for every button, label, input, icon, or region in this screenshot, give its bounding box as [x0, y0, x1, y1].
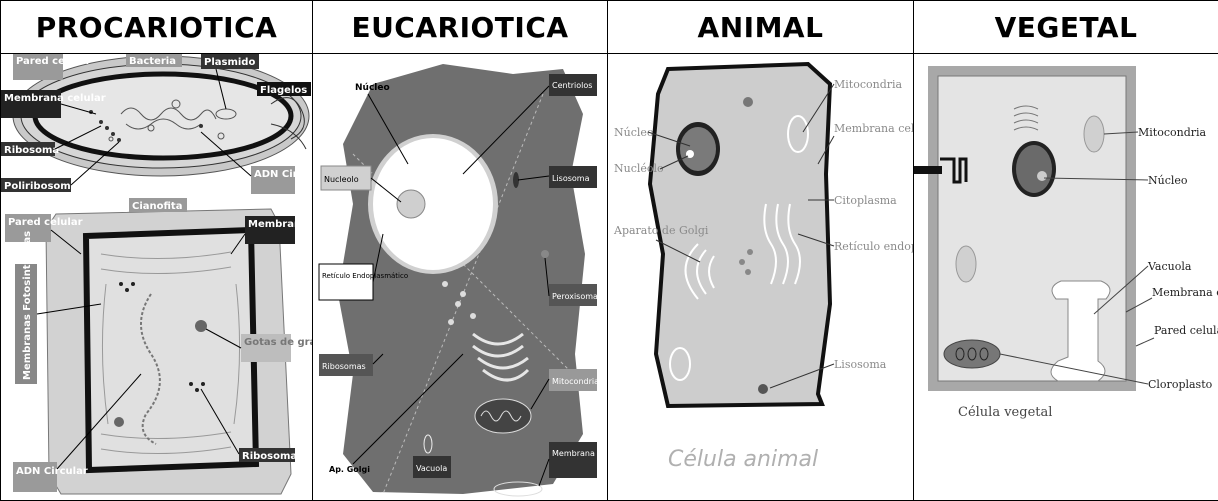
label-adn2: ADN Circular	[16, 466, 88, 477]
label-membranas-foto: Membranas Fotosintéticas	[21, 231, 33, 380]
animal-cell: Núcleo Mitocondria Membrana celular Nucl…	[608, 54, 914, 501]
label-nucleolo: Nucléolo	[614, 162, 664, 175]
label-ribosoma: Ribosoma	[4, 145, 59, 156]
label-membrana: Membrana celular	[4, 93, 106, 104]
label-gotas: Gotas de grasas	[244, 337, 312, 348]
header-vegetal: VEGETAL	[914, 1, 1218, 54]
animal-diagram: Núcleo Mitocondria Membrana celular Nucl…	[608, 54, 913, 500]
label-mitocondria: Mitocondria	[834, 78, 903, 91]
label-cianofita: Cianofita	[132, 201, 182, 212]
label-reticulo: Retículo endoplasmático	[834, 240, 913, 253]
eucariotica-cell: Núcleo Centriolos Nucleolo Lisosoma Retí…	[313, 54, 608, 501]
label-membrana: Membrana celular	[1152, 286, 1218, 299]
label-citoplasma: Citoplasma	[834, 194, 897, 207]
label-ribosomas: Ribosomas	[322, 362, 366, 371]
label-flagelos: Flagelos	[260, 85, 307, 96]
label-ribosoma2: Ribosoma	[242, 451, 297, 462]
label-nucleo: Núcleo	[1148, 174, 1188, 187]
label-mitocondria: Mitocondria	[1138, 126, 1207, 139]
label-reticulo: Retículo Endoplasmático	[322, 272, 408, 280]
label-golgi: Aparato de Golgi	[613, 224, 709, 237]
procariotica-cell: Pared celular Bacteria Plasmido Flagelos…	[1, 54, 313, 501]
header-animal: ANIMAL	[608, 1, 914, 54]
vegetal-diagram: Mitocondria Núcleo Vacuola Membrana celu…	[914, 54, 1218, 500]
label-caption: Célula vegetal	[958, 405, 1052, 420]
label-lisosoma: Lisosoma	[834, 358, 887, 371]
label-bacteria: Bacteria	[129, 56, 176, 67]
label-pared: Pared celular	[1154, 324, 1218, 337]
vegetal-cell: Mitocondria Núcleo Vacuola Membrana celu…	[914, 54, 1218, 501]
procariotica-diagram: Pared celular Bacteria Plasmido Flagelos…	[1, 54, 312, 500]
label-adn: ADN Circular	[254, 169, 312, 180]
label-plasmido: Plasmido	[204, 57, 255, 68]
label-centriolos: Centriolos	[552, 81, 592, 90]
label-nucleo: Núcleo	[614, 126, 654, 139]
label-nucleolo: Nucleolo	[324, 175, 359, 184]
label-membrana: Membrana celular	[552, 449, 607, 458]
label-pared2: Pared celular	[8, 217, 83, 228]
eucariotica-diagram: Núcleo Centriolos Nucleolo Lisosoma Retí…	[313, 54, 607, 500]
label-caption: Célula animal	[668, 447, 818, 472]
label-apgolgi: Ap. Golgi	[329, 465, 370, 474]
label-membrana2: Membrana celular	[248, 219, 312, 230]
label-vacuola: Vacuola	[1147, 260, 1192, 273]
label-pared: Pared celular	[16, 56, 91, 67]
header-eucariotica: EUCARIOTICA	[313, 1, 608, 54]
label-mitocondria: Mitocondria	[552, 377, 599, 386]
label-membrana: Membrana celular	[834, 122, 913, 135]
label-poliribosoma: Poliribosoma	[4, 181, 77, 192]
label-peroxisoma: Peroxisoma	[552, 292, 598, 301]
label-lisosoma: Lisosoma	[552, 174, 590, 183]
label-cloroplasto: Cloroplasto	[1148, 378, 1213, 391]
header-procariotica: PROCARIOTICA	[1, 1, 313, 54]
label-vacuola: Vacuola	[416, 464, 447, 473]
label-nucleo: Núcleo	[355, 83, 390, 93]
